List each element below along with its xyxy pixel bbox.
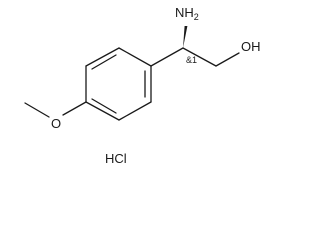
ring-bond-4 <box>85 101 120 121</box>
bond-chiral-to-methylene <box>182 47 217 67</box>
amine-label: NH2 <box>175 5 199 22</box>
bond-ring-to-chiral-carbon <box>150 47 184 67</box>
hydroxyl-label: OH <box>241 39 261 54</box>
benzene-ring <box>85 47 152 121</box>
ether-oxygen-label: O <box>51 116 61 131</box>
chemical-structure: O NH2 &1 OH HCl <box>24 5 261 166</box>
stereo-flag-label: &1 <box>186 55 197 65</box>
ring-bond-2 <box>85 47 120 67</box>
amine-subscript: 2 <box>194 12 199 22</box>
ring-double-bond-3 <box>91 98 117 114</box>
bond-methylene-to-hydroxyl <box>215 52 240 67</box>
amine-main-text: NH <box>175 5 194 20</box>
bond-oxygen-to-methyl <box>24 102 50 118</box>
ring-bond-5 <box>118 101 152 121</box>
wedge-bond-to-amine <box>183 26 188 48</box>
ring-double-bond-2 <box>91 54 117 70</box>
bond-ring-to-oxygen <box>62 101 87 116</box>
salt-label: HCl <box>105 151 127 166</box>
ring-bond-1 <box>118 47 152 67</box>
